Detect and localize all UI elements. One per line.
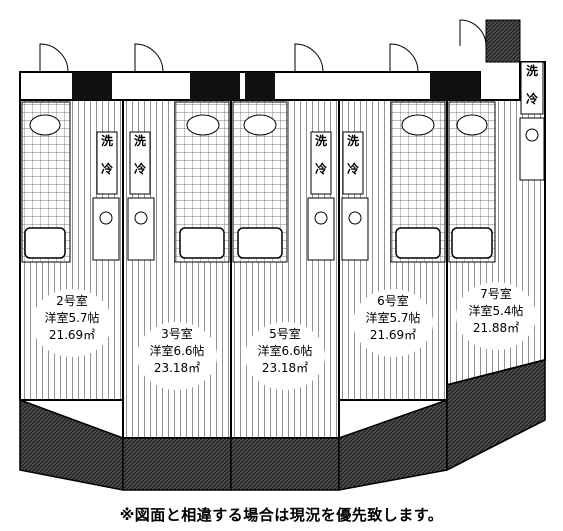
washer-tag: 洗	[134, 133, 146, 148]
sink	[29, 114, 61, 136]
unit-5	[230, 99, 340, 439]
unit-area: 23.18㎡	[262, 361, 308, 375]
bathtub	[24, 227, 66, 259]
washer-box	[342, 131, 364, 195]
fridge-tag: 冷	[347, 161, 359, 176]
fridge-tag: 冷	[134, 161, 146, 176]
label-backdrop	[32, 289, 112, 357]
unit-name: 3号室	[161, 326, 193, 341]
unit-area: 21.69㎡	[370, 328, 416, 342]
bathtub	[395, 227, 441, 259]
unit-area: 21.69㎡	[49, 328, 95, 342]
stove-icon	[99, 211, 113, 225]
unit-room: 洋室5.7帖	[44, 310, 99, 325]
sink	[401, 114, 435, 136]
entrance-doors	[39, 19, 487, 73]
label-backdrop	[245, 322, 325, 390]
unit-name: 6号室	[377, 293, 409, 308]
unit-room: 洋室6.6帖	[257, 343, 312, 358]
washer-tag: 洗	[347, 133, 359, 148]
sink	[243, 114, 277, 136]
kitchen-counter	[307, 197, 335, 261]
disclaimer-note: ※図面と相違する場合は現況を優先致します。	[119, 506, 444, 524]
label-backdrop	[137, 322, 217, 390]
stove-icon	[348, 211, 362, 225]
unit-6	[338, 99, 448, 401]
washer-box	[520, 61, 544, 115]
unit-room: 洋室5.4帖	[468, 303, 523, 318]
kitchen-counter	[127, 197, 155, 261]
washer-box	[96, 131, 118, 195]
utility-block	[485, 19, 521, 63]
unit-name: 5号室	[269, 326, 301, 341]
unit-area: 21.88㎡	[473, 321, 519, 335]
washer-tag: 洗	[315, 133, 327, 148]
fridge-tag: 冷	[101, 161, 113, 176]
kitchen-counter	[341, 197, 369, 261]
unit-name: 2号室	[56, 293, 88, 308]
label-backdrop	[456, 282, 536, 350]
stove-icon	[134, 211, 148, 225]
fridge-tag: 冷	[526, 91, 538, 106]
washer-box	[129, 131, 151, 195]
washer-tag: 洗	[101, 133, 113, 148]
washer-tag: 洗	[526, 63, 538, 78]
label-backdrop	[353, 289, 433, 357]
washer-box	[310, 131, 332, 195]
unit-area: 23.18㎡	[154, 361, 200, 375]
bathtub	[451, 227, 493, 259]
unit-room: 洋室5.7帖	[365, 310, 420, 325]
kitchen-counter	[519, 117, 545, 181]
unit-room: 洋室6.6帖	[149, 343, 204, 358]
stove-icon	[314, 211, 328, 225]
bathtub	[237, 227, 283, 259]
balconies	[19, 359, 546, 491]
bathtub	[179, 227, 225, 259]
door-headers	[72, 72, 480, 100]
sink	[456, 114, 488, 136]
kitchen-counter	[92, 197, 120, 261]
fridge-tag: 冷	[315, 161, 327, 176]
stove-icon	[525, 128, 539, 142]
sink	[186, 114, 220, 136]
unit-name: 7号室	[480, 286, 512, 301]
